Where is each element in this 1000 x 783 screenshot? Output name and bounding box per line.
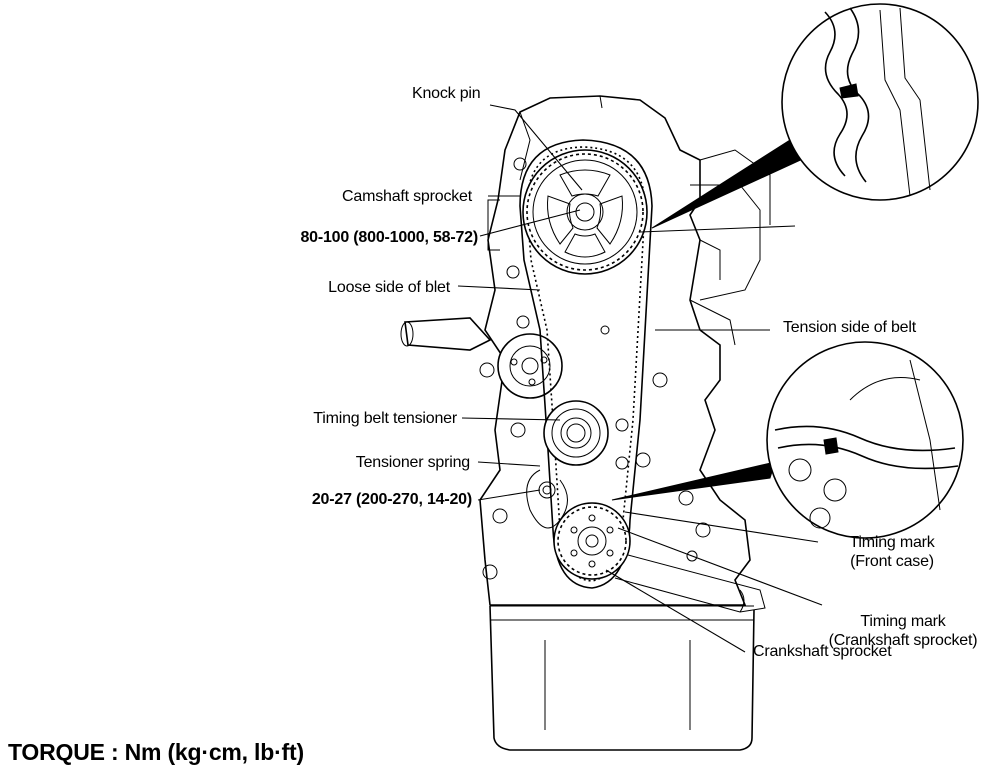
label-crankshaft-sprocket: Crankshaft sprocket bbox=[753, 643, 892, 660]
crank-pulley-shaft bbox=[614, 554, 766, 613]
label-timing-mark-crank: Timing mark (Crankshaft sprocket) bbox=[808, 612, 998, 650]
label-timing-mark-front-line1: Timing mark bbox=[849, 534, 935, 551]
label-timing-mark-front: Timing mark (Front case) bbox=[822, 533, 962, 571]
timing-belt bbox=[519, 139, 653, 589]
label-timing-mark-crank-line1: Timing mark bbox=[860, 613, 946, 630]
label-tensioner-spring: Tensioner spring bbox=[355, 454, 470, 471]
torque-units-footer: TORQUE : Nm (kg·cm, lb·ft) bbox=[8, 739, 304, 765]
leader-lines bbox=[457, 104, 823, 653]
crankshaft-sprocket bbox=[553, 502, 631, 580]
oil-pan bbox=[489, 605, 755, 751]
label-timing-mark-front-line2: (Front case) bbox=[850, 553, 934, 570]
tensioner-spring bbox=[526, 469, 568, 529]
camshaft-sprocket bbox=[522, 149, 648, 275]
label-timing-belt-tensioner: Timing belt tensioner bbox=[313, 410, 457, 427]
label-loose-side: Loose side of blet bbox=[328, 279, 450, 296]
detail-callout-crank bbox=[611, 341, 964, 539]
detail-callout-cam bbox=[651, 3, 979, 229]
label-tension-side: Tension side of belt bbox=[783, 319, 916, 336]
label-tensioner-torque: 20-27 (200-270, 14-20) bbox=[311, 491, 472, 508]
label-camshaft-sprocket: Camshaft sprocket bbox=[342, 188, 472, 205]
label-timing-mark-crank-line2: (Crankshaft sprocket) bbox=[828, 632, 978, 649]
water-pump bbox=[400, 317, 563, 399]
label-knock-pin: Knock pin bbox=[412, 85, 481, 102]
label-camshaft-torque: 80-100 (800-1000, 58-72) bbox=[300, 229, 478, 246]
timing-belt-tensioner bbox=[543, 400, 609, 466]
